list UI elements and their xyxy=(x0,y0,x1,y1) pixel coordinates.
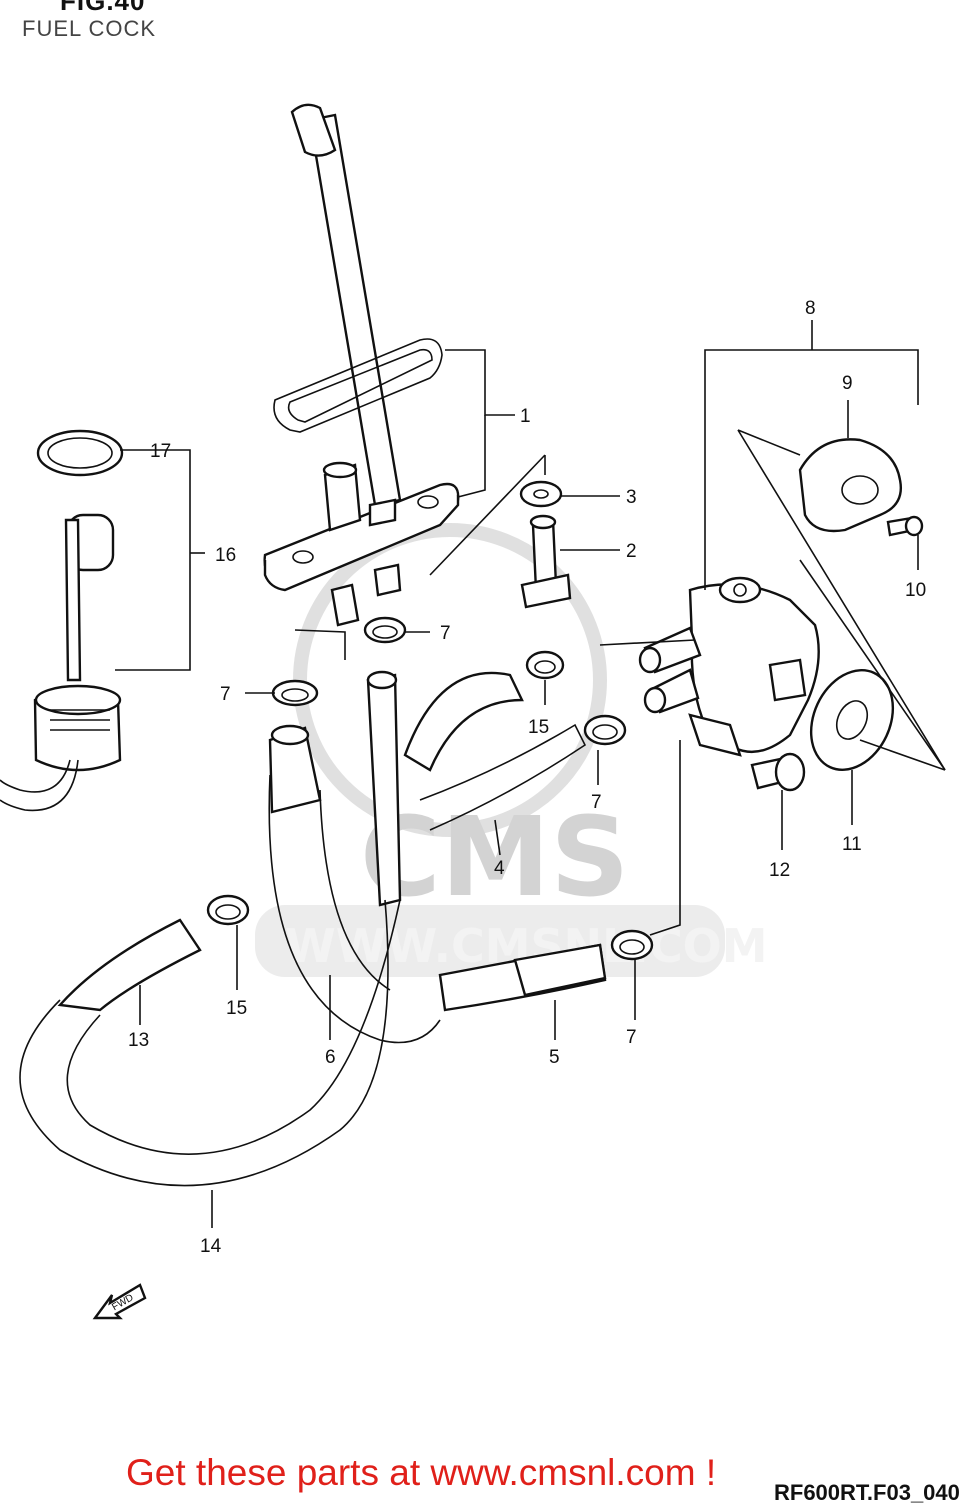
clamp-15-lower xyxy=(206,894,250,926)
figure-title: FUEL COCK xyxy=(22,16,157,41)
callout-7-lower: 7 xyxy=(626,1027,637,1048)
clamp-7-lower xyxy=(610,929,654,961)
callout-13: 13 xyxy=(128,1030,149,1051)
callout-17: 17 xyxy=(150,441,171,462)
callout-3: 3 xyxy=(626,487,637,508)
callout-7-upper: 7 xyxy=(440,623,451,644)
callout-7-left: 7 xyxy=(220,684,231,705)
callout-4: 4 xyxy=(494,858,505,879)
forward-direction-arrow: FWD xyxy=(92,1283,147,1320)
callout-9: 9 xyxy=(842,373,853,394)
callout-7-right: 7 xyxy=(591,792,602,813)
part-5-hose xyxy=(438,943,607,1012)
figure-number: FIG.40 xyxy=(60,0,146,16)
callout-10: 10 xyxy=(905,580,926,601)
part-4-hose xyxy=(366,670,587,907)
callout-8: 8 xyxy=(805,298,816,319)
leader-lines xyxy=(115,320,946,1228)
part-14-hose xyxy=(19,899,401,1187)
part-8-valve-assembly xyxy=(638,576,820,757)
callout-2: 2 xyxy=(626,541,637,562)
clamp-7-left xyxy=(271,679,319,707)
part-13-hose xyxy=(57,918,202,1012)
callout-15-lower: 15 xyxy=(226,998,247,1019)
callout-15-upper: 15 xyxy=(528,717,549,738)
callout-6: 6 xyxy=(325,1047,336,1068)
part-1-fuel-cock-assembly xyxy=(263,103,460,627)
part-17-o-ring xyxy=(36,429,124,477)
callout-1: 1 xyxy=(520,406,531,427)
clamp-7-right xyxy=(583,714,627,746)
callout-16: 16 xyxy=(215,545,236,566)
drawing-code: RF600RT.F03_040 xyxy=(774,1480,960,1505)
part-2-bolt xyxy=(520,514,572,609)
callout-11: 11 xyxy=(842,834,862,855)
watermark-brand: CMS xyxy=(360,793,629,921)
clamp-7-upper xyxy=(363,616,407,644)
part-10-screw xyxy=(886,515,924,537)
callout-numbers: 1 2 3 4 5 6 7 7 7 7 8 9 10 11 12 13 14 1… xyxy=(128,298,926,1257)
callout-12: 12 xyxy=(769,860,790,881)
part-3-washer xyxy=(519,480,563,508)
promo-link[interactable]: Get these parts at www.cmsnl.com ! xyxy=(126,1452,717,1493)
callout-5: 5 xyxy=(549,1047,560,1068)
callout-14: 14 xyxy=(200,1236,222,1257)
clamp-15-upper xyxy=(525,650,565,680)
part-12-plug xyxy=(750,752,806,792)
part-6-hose xyxy=(268,724,441,1044)
part-9-knob xyxy=(798,438,902,533)
part-16-fuel-sender xyxy=(0,513,122,812)
